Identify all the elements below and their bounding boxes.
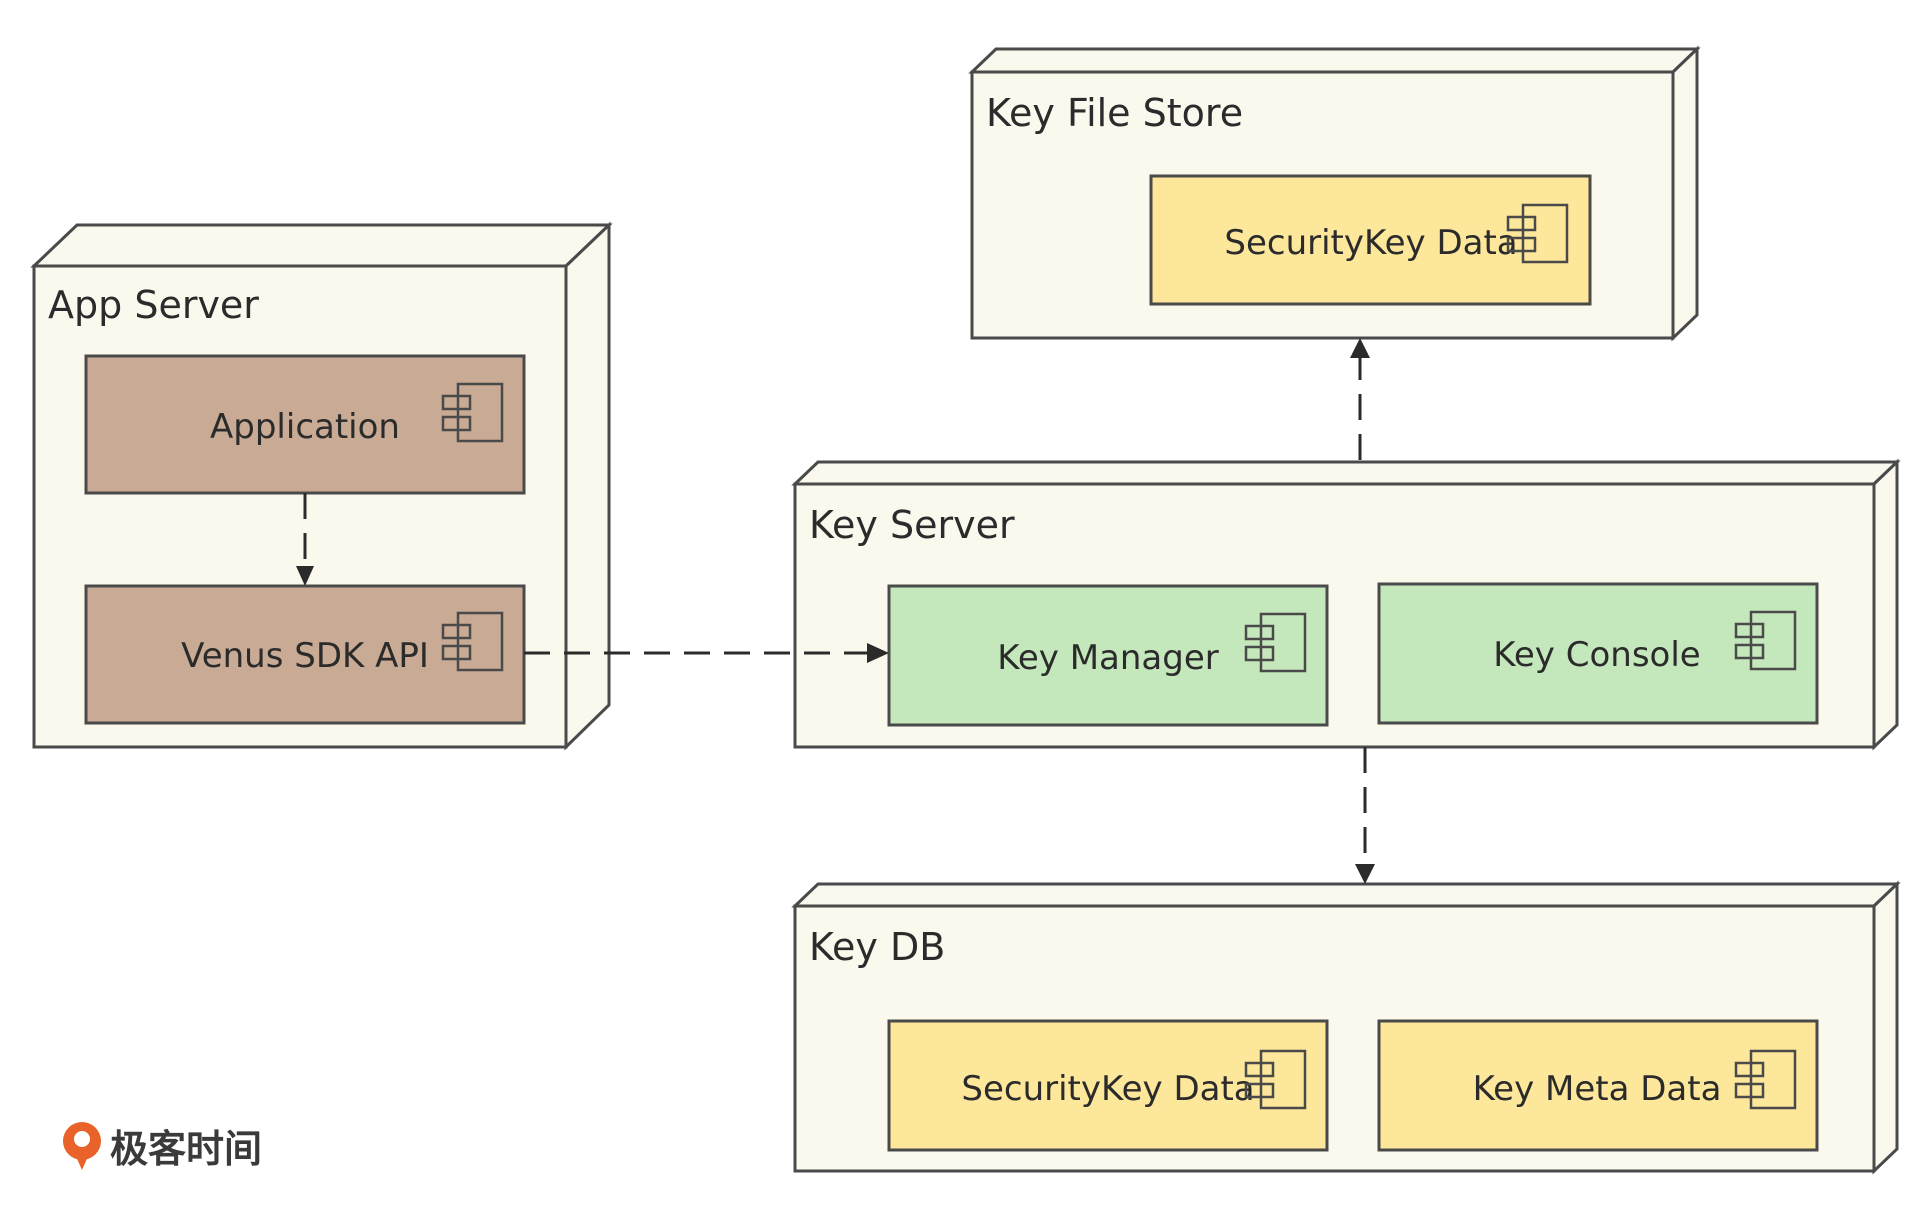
component-key-meta-data: Key Meta Data <box>1377 1019 1819 1152</box>
component-venus-sdk-api: Venus SDK API <box>84 584 526 725</box>
component-icon <box>441 382 504 443</box>
node-title: App Server <box>48 283 259 327</box>
node-title: Key DB <box>809 925 945 969</box>
component-security-key-data: SecurityKey Data <box>887 1019 1329 1152</box>
geektime-logo-icon <box>63 1122 101 1170</box>
component-label: Key Console <box>1493 635 1700 675</box>
node-title: Key File Store <box>986 91 1243 135</box>
component-application: Application <box>84 354 526 495</box>
component-label: SecurityKey Data <box>1224 223 1517 263</box>
component-icon <box>441 611 504 672</box>
geektime-logo: 极客时间 <box>63 1122 262 1171</box>
component-label: Key Manager <box>997 638 1219 678</box>
dependency-key-server-to-key-db <box>1355 747 1375 884</box>
node-key-db: Key DB SecurityKey Data Key Meta Data <box>791 880 1901 1175</box>
component-icon <box>1506 203 1569 264</box>
component-label: SecurityKey Data <box>961 1069 1254 1109</box>
node-key-server: Key Server Key Manager Key Console <box>791 458 1901 751</box>
dependency-application-to-venus-sdk <box>296 493 314 586</box>
component-icon <box>1734 1049 1797 1110</box>
component-label: Key Meta Data <box>1473 1069 1722 1109</box>
component-icon <box>1734 610 1797 671</box>
node-app-server: App Server Application Venus SDK API <box>30 221 613 751</box>
component-key-console: Key Console <box>1377 582 1819 725</box>
component-icon <box>1244 1049 1307 1110</box>
component-key-manager: Key Manager <box>887 584 1329 727</box>
dependency-venus-sdk-to-key-manager <box>524 643 889 663</box>
dependency-key-server-to-key-file-store <box>1350 338 1370 460</box>
logo-text: 极客时间 <box>110 1127 262 1171</box>
node-title: Key Server <box>809 503 1015 547</box>
component-label: Application <box>210 407 400 447</box>
component-label: Venus SDK API <box>181 636 429 676</box>
node-key-file-store: Key File Store SecurityKey Data <box>968 45 1701 342</box>
component-icon <box>1244 612 1307 673</box>
component-security-key-data: SecurityKey Data <box>1149 174 1592 306</box>
